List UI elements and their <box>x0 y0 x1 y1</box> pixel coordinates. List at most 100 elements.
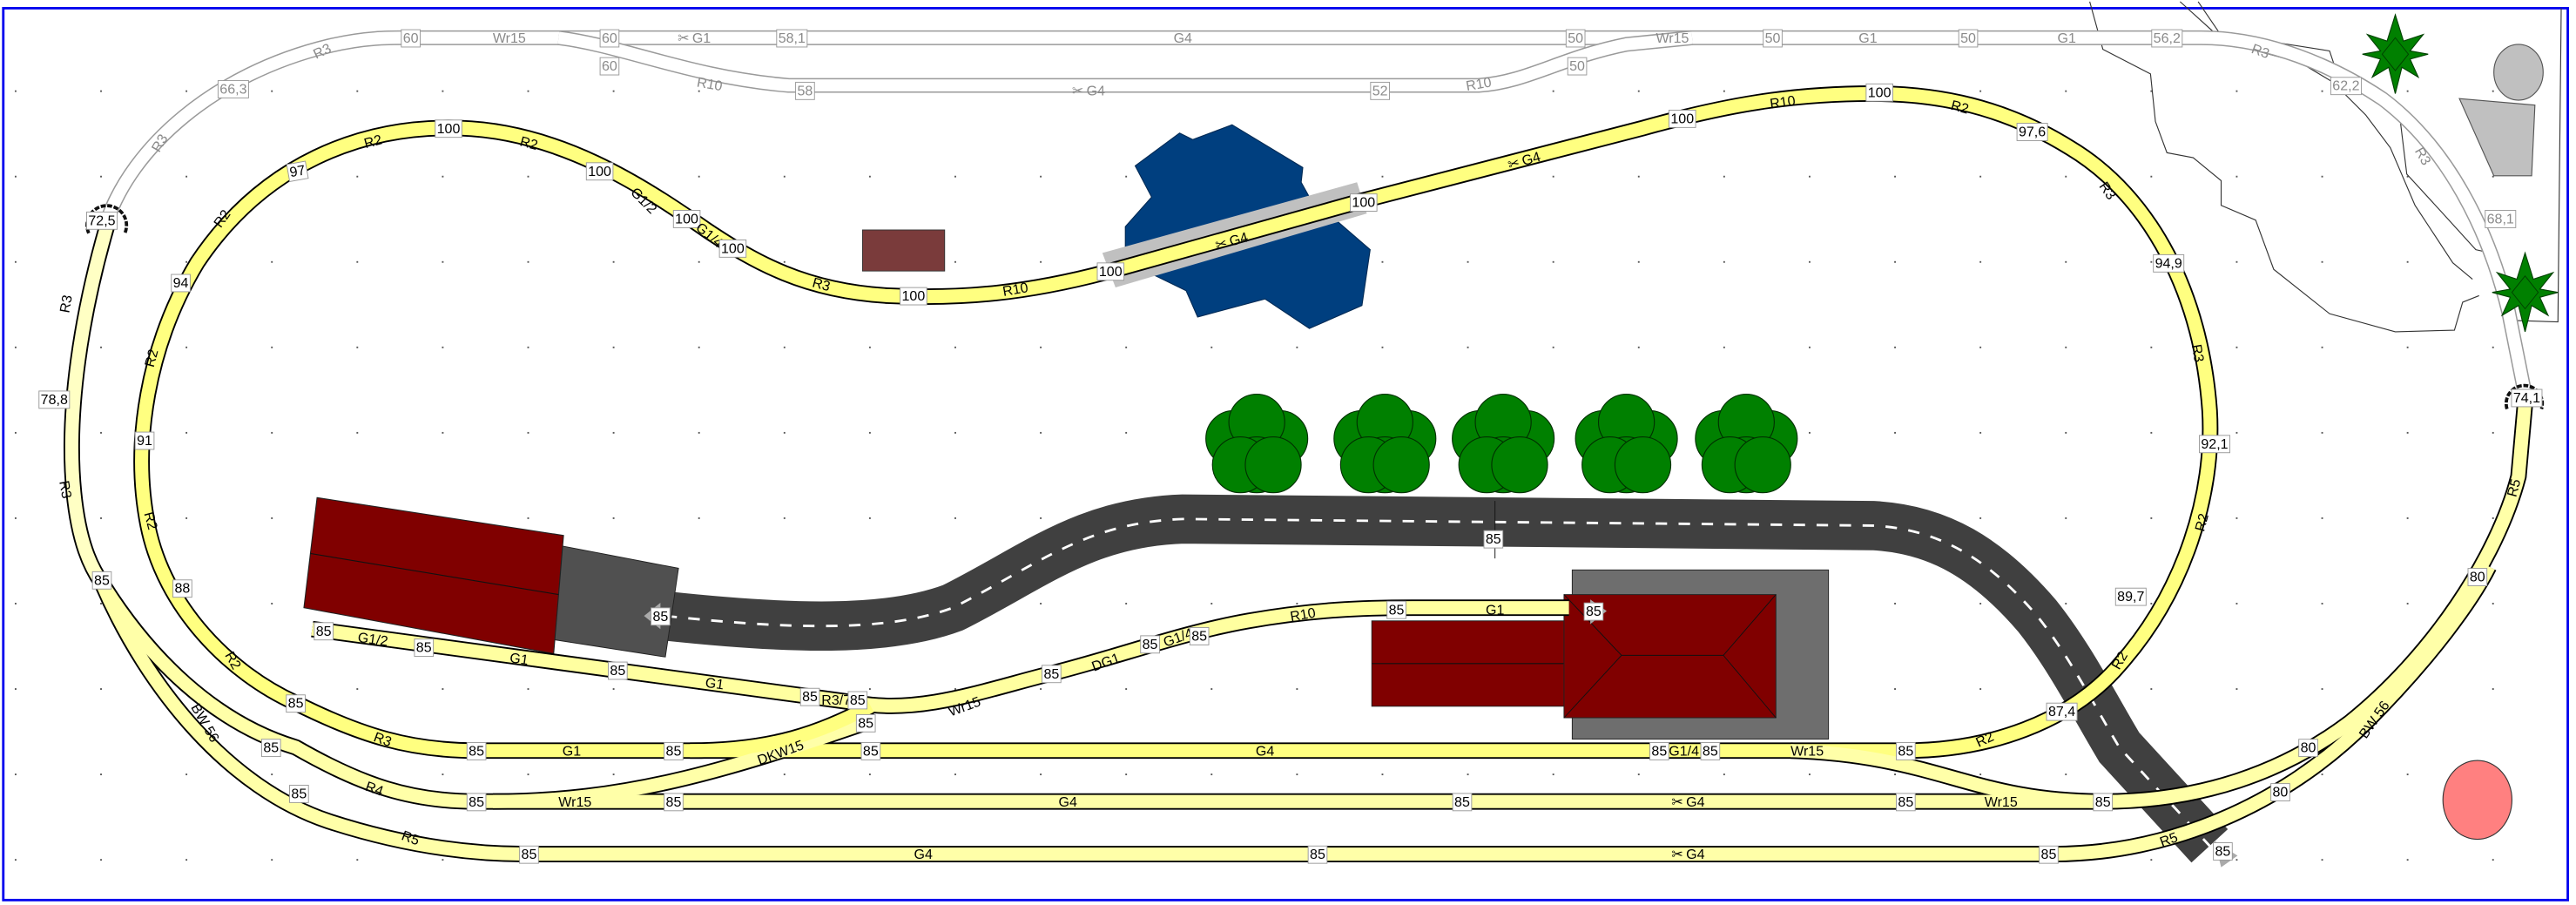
buffer-stop-icon <box>2504 383 2545 410</box>
track-piece-name: G1 <box>705 675 725 693</box>
height-value: 91 <box>137 433 152 449</box>
height-label-box <box>776 29 808 48</box>
grid-dot <box>1467 260 1469 263</box>
tree-icon <box>1452 393 1555 494</box>
height-label: 78,8 <box>38 390 71 409</box>
tree-icon <box>1695 393 1798 494</box>
track-piece-label: G4 <box>1256 743 1274 759</box>
grid-dot <box>1125 175 1128 178</box>
gray-trapezoid-object <box>2458 98 2536 177</box>
grid-dot <box>2065 175 2067 178</box>
grid-dot <box>271 346 273 348</box>
track-piece-name: G4 <box>1686 847 1704 862</box>
grid-dot <box>2406 175 2409 178</box>
track-piece-label: R10 <box>1289 604 1317 625</box>
height-label-box <box>847 691 868 710</box>
grid-dot <box>527 346 529 348</box>
height-label: 60 <box>401 29 421 48</box>
grid-dot <box>271 431 273 434</box>
grid-dot <box>2492 90 2494 92</box>
grid-dot <box>1552 346 1554 348</box>
grid-dot <box>1040 517 1042 519</box>
height-label: 100 <box>435 119 462 138</box>
grid-dot <box>185 517 188 519</box>
grid-dot <box>527 688 529 690</box>
height-value: 85 <box>288 696 304 712</box>
height-label-box <box>1896 793 1916 812</box>
grid-dot <box>356 688 359 690</box>
grid-dot <box>14 773 17 776</box>
height-label: 85 <box>2093 793 2114 812</box>
track-piece-label: R3 <box>56 479 74 499</box>
height-label: 100 <box>1096 262 1125 281</box>
height-label-box <box>664 741 684 760</box>
grid-dot <box>868 346 871 348</box>
height-value: 60 <box>602 58 617 74</box>
grid-dot <box>2235 431 2238 434</box>
height-label-box <box>1896 741 1916 760</box>
track-piece-label: R3 <box>811 275 833 295</box>
grid-dot <box>442 90 444 92</box>
grid-dot <box>2235 603 2238 604</box>
height-label-box <box>172 579 192 598</box>
height-value: 85 <box>291 786 307 801</box>
grid-dot <box>1723 260 1725 263</box>
grid-dot <box>2235 346 2238 348</box>
height-label: 85 <box>466 793 487 812</box>
track-piece-label: R2 <box>518 133 540 153</box>
height-value: 88 <box>174 581 190 597</box>
grid-dot <box>1552 90 1554 92</box>
height-label-box <box>1096 262 1125 281</box>
grid-dot <box>527 260 529 263</box>
track-piece-name: R2 <box>1949 98 1971 118</box>
grid-dot <box>1210 346 1213 348</box>
height-label-box <box>171 274 191 293</box>
grid-dot <box>1723 175 1725 178</box>
height-value: 85 <box>2041 847 2057 862</box>
height-label: 85 <box>314 622 334 641</box>
track-piece-name: R5 <box>2158 829 2180 850</box>
grid-dot <box>698 517 700 519</box>
grid-dot <box>14 688 17 690</box>
height-label-box <box>1350 193 1378 213</box>
track-piece-name: R3/7 <box>821 692 851 708</box>
height-label: 100 <box>900 287 927 306</box>
grid-dot <box>1381 346 1384 348</box>
grid-dot <box>1809 346 1811 348</box>
track-piece-label: G1 <box>509 650 529 668</box>
height-label-box <box>1583 602 1604 621</box>
track-piece-label: G1/4 <box>1669 743 1699 759</box>
height-label: 85 <box>1583 602 1604 621</box>
garage-roof-ridge <box>310 552 559 596</box>
height-value: 85 <box>469 794 484 810</box>
grid-dot <box>2065 346 2067 348</box>
grid-dot <box>2321 260 2323 263</box>
grid-dot <box>185 773 188 776</box>
track-piece-name: Wr15 <box>1985 794 2018 810</box>
grid-dot <box>1210 688 1213 690</box>
grid-dot <box>2150 175 2153 178</box>
grid-dot <box>2235 175 2238 178</box>
grid-dot <box>954 688 956 690</box>
height-label: 100 <box>1865 83 1893 102</box>
height-label-box <box>1370 81 1390 100</box>
height-value: 87,4 <box>2048 704 2075 719</box>
height-label-box <box>1565 29 1586 48</box>
height-label: 85 <box>1307 845 1328 864</box>
grid-dot <box>612 517 615 519</box>
height-label: 85 <box>651 607 671 626</box>
grid-dot <box>1040 260 1042 263</box>
height-label: 85 <box>1189 626 1210 645</box>
grid-dot <box>2150 260 2153 263</box>
height-label: 66,3 <box>217 80 249 98</box>
height-label-box <box>2298 739 2318 758</box>
road[interactable] <box>663 494 2229 863</box>
grid-dot <box>1809 431 1811 434</box>
height-label-box <box>1649 741 1669 760</box>
height-value: 85 <box>1043 666 1059 682</box>
grid-dot <box>2150 517 2153 519</box>
grid-dot <box>868 773 871 776</box>
height-value: 85 <box>652 609 668 625</box>
height-label: 80 <box>2467 568 2488 586</box>
